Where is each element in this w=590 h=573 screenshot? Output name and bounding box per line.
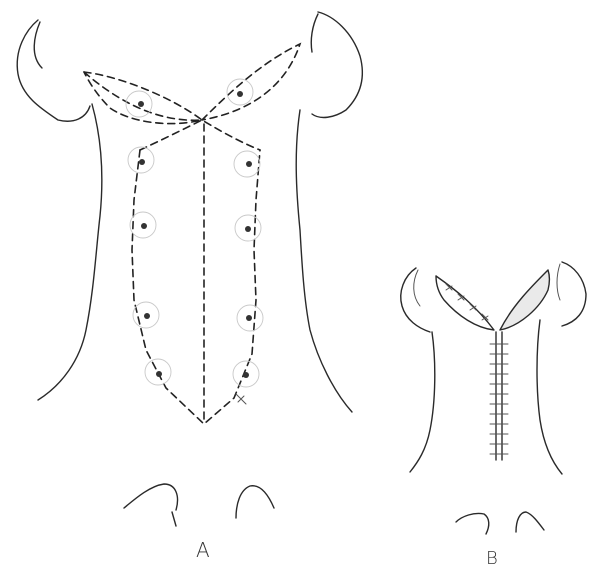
neck-left-outline xyxy=(38,104,102,400)
flap-left-dashed xyxy=(84,72,202,124)
b-left-flap-sutured xyxy=(436,276,494,330)
b-left-nipple xyxy=(456,513,489,534)
flap-right-dashed xyxy=(202,44,300,120)
b-right-ear xyxy=(562,262,586,326)
left-nipple xyxy=(124,484,178,526)
left-ear xyxy=(17,20,90,121)
b-right-flap-shaded xyxy=(500,270,550,330)
b-right-nipple xyxy=(516,512,544,532)
marker-points xyxy=(126,79,263,404)
right-ear xyxy=(312,12,362,117)
panel-b-label: B xyxy=(486,548,499,569)
b-neck-right xyxy=(537,320,562,474)
panel-a-label: A xyxy=(196,538,211,562)
neck-right-outline xyxy=(296,110,352,412)
right-nipple xyxy=(236,486,274,518)
panel-a-drawing xyxy=(17,12,362,526)
b-neck-left xyxy=(410,332,435,472)
panel-b-drawing xyxy=(401,262,586,534)
